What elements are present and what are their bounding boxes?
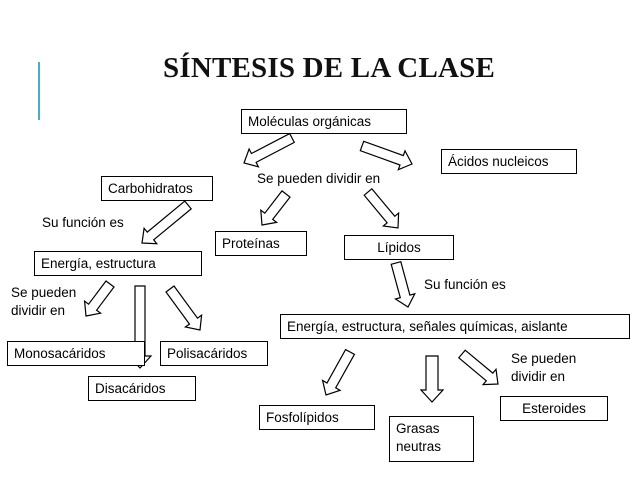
node-grasas-line2: neutras bbox=[396, 439, 442, 454]
label-dividir-right: Se pueden dividir en bbox=[511, 350, 576, 386]
page-title: SÍNTESIS DE LA CLASE bbox=[163, 52, 496, 84]
node-grasas-line1: Grasas bbox=[396, 421, 440, 436]
arrow-energia-monosacaridos bbox=[83, 280, 115, 317]
node-polisacaridos: Polisacáridos bbox=[160, 341, 268, 366]
label-dividir-right-line1: Se pueden bbox=[511, 351, 577, 366]
node-carbohidratos: Carbohidratos bbox=[101, 176, 213, 201]
node-lipidos: Lípidos bbox=[344, 235, 454, 260]
arrow-to-grasas bbox=[419, 355, 445, 403]
label-dividir-left-line1: Se pueden bbox=[11, 285, 77, 300]
node-moleculas-organicas: Moléculas orgánicas bbox=[241, 109, 407, 134]
label-funcion-right: Su función es bbox=[424, 277, 506, 292]
node-grasas-neutras: Grasas neutras bbox=[389, 416, 474, 462]
label-dividir-left: Se pueden dividir en bbox=[11, 284, 76, 320]
arrow-carbohidratos-energia bbox=[141, 200, 193, 245]
arrow-energia-polisacaridos bbox=[165, 285, 203, 331]
accent-bar bbox=[38, 62, 40, 120]
arrow-lipidos-energia bbox=[390, 260, 416, 308]
node-energia-estructura: Energía, estructura bbox=[34, 251, 202, 276]
arrow-to-fosfolipidos bbox=[321, 348, 356, 396]
node-fosfolipidos: Fosfolípidos bbox=[259, 405, 375, 430]
node-proteinas: Proteínas bbox=[215, 231, 307, 256]
arrow-to-lipidos bbox=[363, 187, 400, 229]
arrow-moleculas-carbohidratos bbox=[243, 132, 296, 168]
arrow-to-proteinas bbox=[260, 190, 291, 226]
node-monosacaridos: Monosacáridos bbox=[7, 341, 145, 366]
label-dividir-left-line2: dividir en bbox=[11, 303, 66, 318]
label-funcion-left: Su función es bbox=[42, 215, 124, 230]
node-acidos-nucleicos: Ácidos nucleicos bbox=[441, 149, 577, 174]
node-energia-lipidos: Energía, estructura, señales químicas, a… bbox=[280, 314, 630, 339]
arrow-moleculas-acidos bbox=[359, 140, 413, 171]
node-disacaridos: Disacáridos bbox=[88, 376, 196, 401]
node-esteroides: Esteroides bbox=[500, 396, 608, 421]
label-dividir-center: Se pueden dividir en bbox=[257, 171, 381, 186]
label-dividir-right-line2: dividir en bbox=[511, 369, 566, 384]
arrow-to-esteroides bbox=[457, 349, 499, 386]
